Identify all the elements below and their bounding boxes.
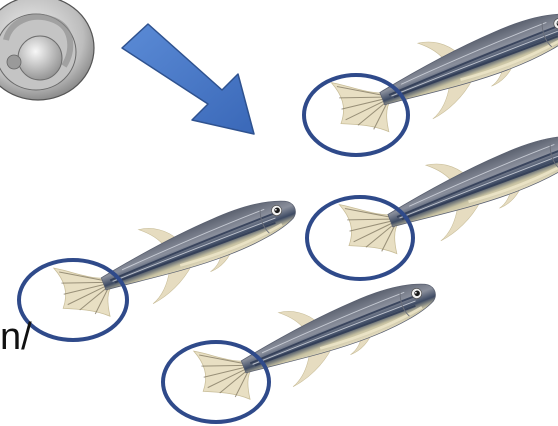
embryo-icon (0, 0, 94, 100)
arrow-icon (122, 24, 254, 134)
cropped-text-fragment: n/ (0, 316, 32, 359)
zebrafish-2 (332, 109, 558, 272)
zebrafish-3 (47, 175, 309, 335)
zebrafish-4 (187, 258, 449, 418)
